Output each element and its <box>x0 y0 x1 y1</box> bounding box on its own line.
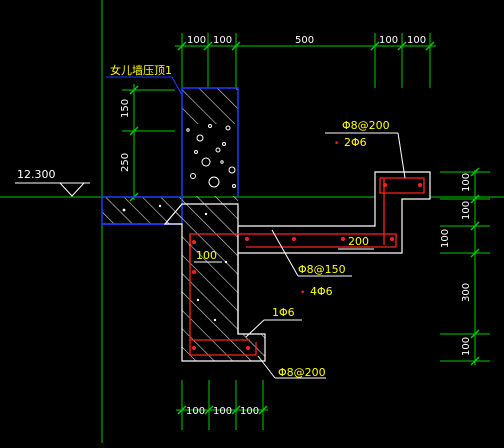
dim-right-3: 100 <box>440 229 451 248</box>
rebar2-sub-label: 4Φ6 <box>310 285 333 298</box>
rebar1-dot: • <box>334 139 339 149</box>
rebar1-main-label: Φ8@200 <box>342 119 390 132</box>
dim-left-1: 150 <box>120 99 131 118</box>
dim-top-5: 100 <box>407 35 426 46</box>
dim-top-2: 100 <box>213 35 232 46</box>
rebar2-dot: • <box>300 288 305 298</box>
dim-bottom-3: 100 <box>240 406 259 417</box>
dim-top-4: 100 <box>379 35 398 46</box>
dim-right-5: 100 <box>461 337 472 356</box>
rebar4-main-label: Φ8@200 <box>278 366 326 379</box>
dim-right-4: 300 <box>461 283 472 302</box>
parapet-label-leader <box>172 77 182 95</box>
rebar2-main-label: Φ8@150 <box>298 263 346 276</box>
rebar1-sub-label: 2Φ6 <box>344 136 367 149</box>
elevation-label: 12.300 <box>17 168 56 181</box>
dim-bottom-2: 100 <box>213 406 232 417</box>
dim-bottom-1: 100 <box>186 406 205 417</box>
dim-top-1: 100 <box>187 35 206 46</box>
rebar3-main-label: 1Φ6 <box>272 306 295 319</box>
dim-right-2: 100 <box>461 201 472 220</box>
dim-inner-100: 100 <box>196 249 217 262</box>
elevation-symbol <box>15 183 90 196</box>
parapet-label: 女儿墙压顶1 <box>110 63 172 77</box>
dim-top-3: 500 <box>295 35 314 46</box>
dim-left-2: 250 <box>120 153 131 172</box>
dim-inner-200: 200 <box>348 235 369 248</box>
dim-right-1: 100 <box>461 173 472 192</box>
